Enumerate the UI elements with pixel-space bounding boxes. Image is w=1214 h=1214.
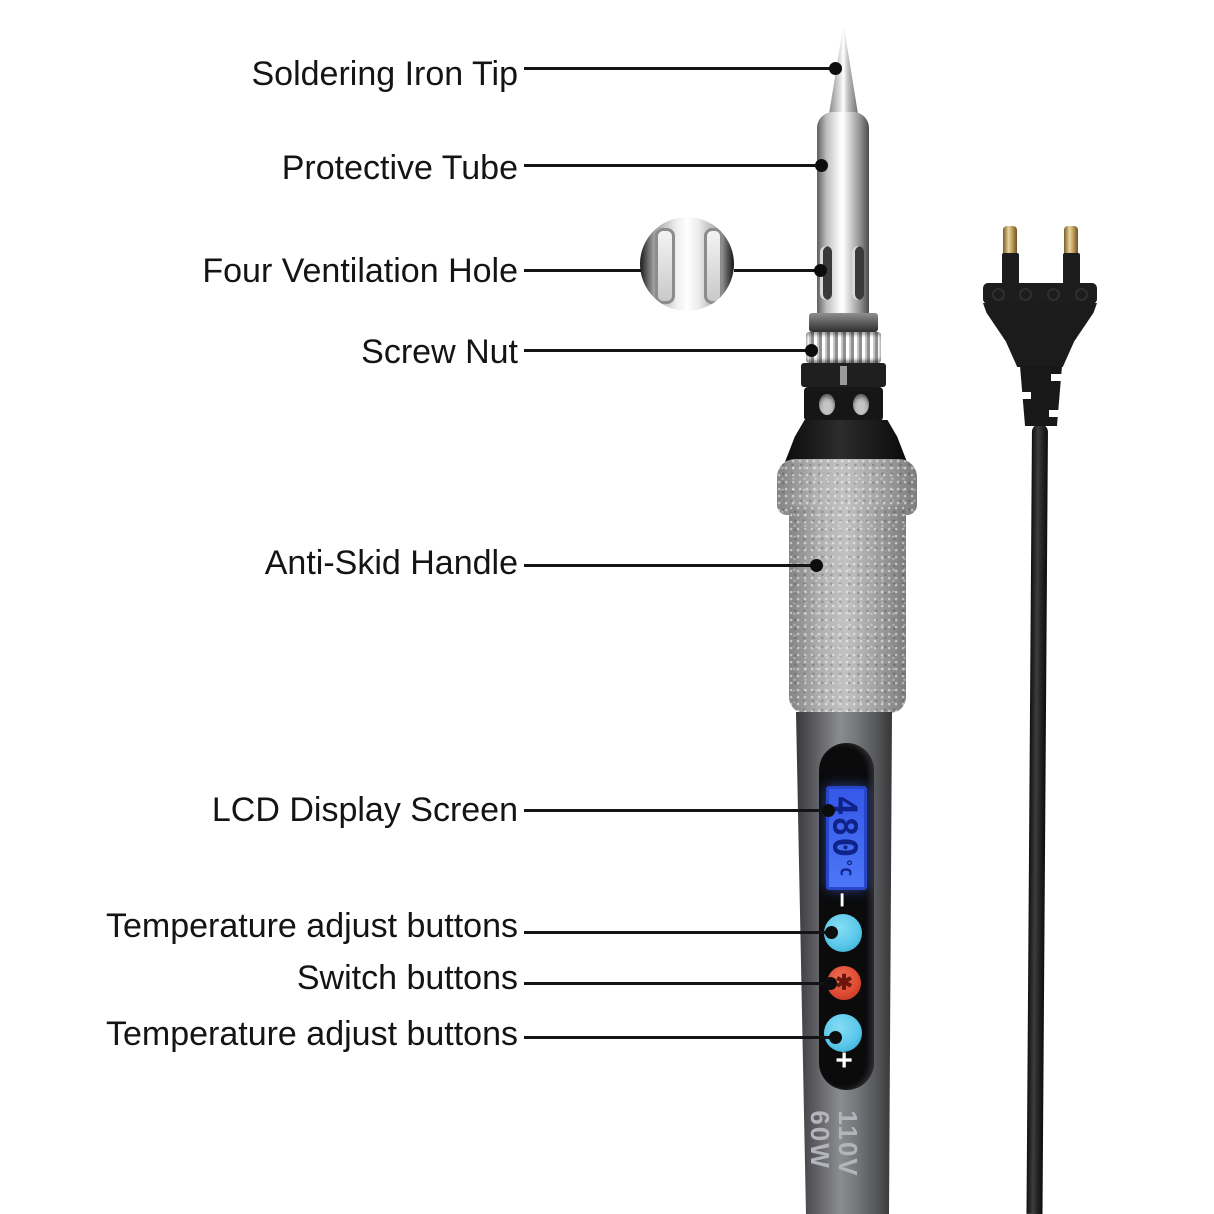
label-lcd-display-screen: LCD Display Screen (211, 791, 518, 829)
label-screw-nut: Screw Nut (361, 333, 518, 371)
wattage-marking: 60W (805, 1110, 835, 1170)
fixing-band-slit (840, 366, 847, 385)
leader-line-tip (524, 67, 836, 70)
strain-notch (1051, 374, 1066, 381)
leader-line-nut (524, 349, 811, 352)
leader-dot-lcd (822, 804, 835, 817)
strain-notch (1049, 410, 1064, 417)
power-plug (983, 226, 1097, 426)
plug-shoulder (983, 283, 1097, 304)
lcd-unit: °C (836, 858, 855, 877)
plug-pin-right (1064, 226, 1078, 254)
label-temp-adjust-plus: Temperature adjust buttons (105, 1015, 518, 1053)
handle-flare (785, 420, 907, 462)
leader-dot-switch (824, 977, 837, 990)
label-four-ventilation-hole: Four Ventilation Hole (202, 252, 518, 290)
clamp-hole-right (853, 394, 869, 415)
anti-skid-handle-grip (789, 506, 906, 713)
clamp-hole-left (819, 394, 835, 415)
strain-notch (1016, 392, 1031, 399)
screw-nut (806, 332, 881, 363)
leader-dot-vent (814, 264, 827, 277)
leader-line-tube (524, 164, 821, 167)
label-soldering-iron-tip: Soldering Iron Tip (251, 55, 519, 93)
plug-pin-left-base (1002, 253, 1019, 284)
leader-line-temp-minus (524, 931, 832, 934)
leader-line-switch (524, 982, 831, 985)
plug-molding-mark (1075, 288, 1088, 301)
lcd-temperature-readout: 480°C (826, 786, 865, 886)
tube-collar (809, 313, 878, 332)
leader-dot-temp-plus (829, 1031, 842, 1044)
leader-line-lcd (524, 809, 829, 812)
leader-line-temp-plus (524, 1036, 836, 1039)
clamp-section (804, 387, 883, 421)
magnified-vent-slot-right (704, 228, 723, 304)
label-switch-buttons: Switch buttons (296, 959, 518, 997)
switch-glyph: ✱ (835, 971, 853, 995)
label-protective-tube: Protective Tube (281, 149, 518, 187)
magnifier-circle (640, 217, 734, 311)
leader-line-handle (524, 564, 815, 567)
leader-dot-tip (829, 62, 842, 75)
plug-pin-right-base (1063, 253, 1080, 284)
leader-dot-nut (805, 344, 818, 357)
plug-molding-mark (1047, 288, 1060, 301)
plug-pin-left (1003, 226, 1017, 254)
lcd-display-screen (826, 786, 867, 890)
plug-molding-mark (992, 288, 1005, 301)
plus-mark: + (827, 1051, 860, 1069)
magnified-vent-slot-left (655, 228, 675, 304)
leader-dot-temp-minus (825, 926, 838, 939)
anti-skid-handle-collar (777, 459, 917, 515)
label-anti-skid-handle: Anti-Skid Handle (264, 544, 518, 582)
power-cable (1026, 423, 1048, 1214)
label-temp-adjust-minus: Temperature adjust buttons (105, 907, 518, 945)
plug-body (983, 303, 1097, 367)
plug-molding-mark (1019, 288, 1032, 301)
leader-line-vent-a (524, 269, 641, 272)
leader-dot-tube (815, 159, 828, 172)
leader-line-vent-b (734, 269, 821, 272)
leader-dot-handle (810, 559, 823, 572)
minus-mark: − (827, 892, 858, 908)
ventilation-hole-right (852, 246, 864, 300)
voltage-marking: 110V (833, 1110, 864, 1178)
